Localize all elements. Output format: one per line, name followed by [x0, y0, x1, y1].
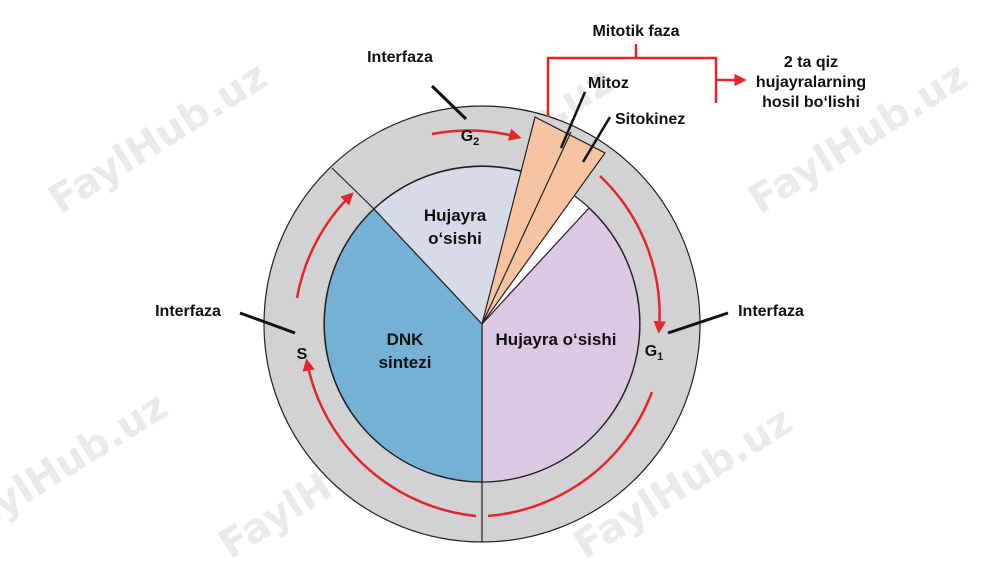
- label-g1-growth: Hujayra o‘sishi: [496, 330, 617, 349]
- arrow-g1-to-s: [487, 391, 654, 518]
- watermark-4: FaylHub.uz: [0, 383, 176, 553]
- ring-divider-g2-s: [331, 167, 375, 210]
- arrow-g2: [431, 128, 522, 141]
- label-interfaza-right: Interfaza: [738, 303, 804, 320]
- pointer-mitoz: [559, 91, 587, 149]
- label-phase-s: S: [297, 346, 308, 363]
- arrow-s-bottom: [302, 358, 477, 518]
- label-mitotik-faza: Mitotik faza: [592, 23, 679, 40]
- pointer-sitokinez: [581, 116, 612, 163]
- arrow-s-top: [295, 192, 354, 299]
- label-interfaza-top: Interfaza: [367, 49, 433, 66]
- label-result-line3: hosil bo‘lishi: [762, 94, 860, 111]
- pointer-interfaza-right: [667, 311, 729, 335]
- label-phase-g2: G2: [461, 128, 480, 148]
- mitoz-sitokinez-divider: [481, 131, 572, 325]
- g1-growth-sector: [481, 207, 641, 483]
- pointer-interfaza-top: [430, 84, 468, 121]
- label-interfaza-left: Interfaza: [155, 303, 221, 320]
- label-dnk-line1: DNK: [387, 330, 425, 349]
- label-mitoz: Mitoz: [588, 75, 629, 92]
- label-g2-growth-line1: Hujayra: [424, 206, 487, 225]
- label-dnk-line2: sintezi: [379, 353, 432, 372]
- label-result-line2: hujayralarning: [756, 74, 866, 91]
- label-sitokinez: Sitokinez: [615, 111, 685, 128]
- arrow-g1: [599, 175, 666, 334]
- watermark-1: FaylHub.uz: [41, 53, 276, 223]
- label-g2-growth-line2: o‘sishi: [428, 229, 482, 248]
- pointer-interfaza-left: [239, 311, 296, 335]
- dnk-synthesis-sector: [323, 208, 483, 483]
- label-phase-g1: G1: [645, 343, 664, 363]
- label-result-line1: 2 ta qiz: [784, 54, 838, 71]
